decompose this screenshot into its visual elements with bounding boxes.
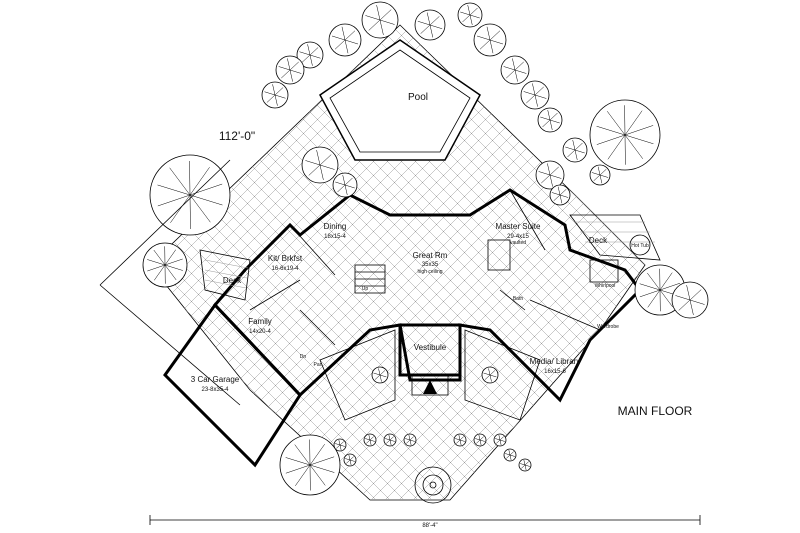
tree-icon [279,434,341,496]
tree-icon [549,184,571,206]
master-suite-note: vaulted [510,240,526,246]
down-stair-label: Dn [300,354,307,360]
master-suite-label: Master Suite [496,222,541,231]
house-walls [163,188,642,468]
deck-left [199,249,251,301]
tree-icon [142,242,188,288]
pantry-label: Pan [314,362,323,368]
tree-icon [361,1,399,39]
tree-icon [414,9,446,41]
family-label: Family [248,317,272,326]
media-library-label: Media/ Library [530,357,581,366]
tree-icon [343,453,357,467]
room-labels: 112'-0" 88'-4" MAIN FLOOR Dining 18x15-4… [191,129,693,529]
dining-label: Dining [324,222,347,231]
tree-icon [671,281,709,319]
plan-title: MAIN FLOOR [618,404,693,418]
pool-label: Pool [408,92,428,103]
deck-right [569,214,661,261]
bath-label: Bath [513,296,524,302]
tree-icon [296,41,324,69]
deck-right-label: Deck [589,236,608,245]
whirlpool-label: Whirlpool [595,283,616,289]
family-size: 14x20-4 [249,329,271,335]
tree-icon [500,55,530,85]
up-stair-label: Up [362,286,369,292]
tree-icon [149,154,231,236]
vestibule-label: Vestibule [414,343,447,352]
kitchen-size: 16-6x19-4 [271,266,299,272]
trees [142,1,709,496]
tree-icon [333,438,347,452]
tree-icon [589,99,661,171]
tree-icon [473,23,507,57]
great-room-label: Great Rm [413,251,448,260]
pool: Pool [319,39,481,161]
media-library-size: 16x15-6 [544,369,566,375]
tree-icon [328,23,362,57]
tree-icon [562,137,588,163]
fountain-icon [414,466,452,504]
dimension-lines [99,159,701,525]
entry-arrow-icon [423,380,437,394]
depth-dimension: 88'-4" [422,523,437,529]
hot-tub-icon [629,234,651,256]
tree-icon [518,458,532,472]
tree-icon [403,433,417,447]
hot-tub-label: Hot Tub [631,243,649,249]
tree-icon [503,448,517,462]
tree-icon [493,433,507,447]
great-room-size: 35x35 [422,262,439,268]
tree-icon [473,433,487,447]
planting-beds [319,329,541,421]
dining-size: 18x15-4 [324,234,346,240]
tree-icon [301,146,339,184]
tree-icon [261,81,289,109]
garage-size: 23-8x35-4 [201,387,229,393]
great-room-note: high ceiling [417,269,442,275]
tree-icon [332,172,358,198]
garage-label: 3 Car Garage [191,375,240,384]
tree-icon [275,55,305,85]
kitchen-label: Kit/ Brkfst [268,254,303,263]
tree-icon [371,366,389,384]
tree-icon [457,2,483,28]
tree-icon [481,366,499,384]
tree-icon [589,164,611,186]
deck-left-label: Deck [223,276,242,285]
tree-icon [453,433,467,447]
width-dimension: 112'-0" [219,129,255,143]
wardrobe-label: Wardrobe [597,324,619,330]
tree-icon [535,160,565,190]
tree-icon [520,80,550,110]
tree-icon [383,433,397,447]
tree-icon [537,107,563,133]
master-suite-size: 29-4x15 [507,234,529,240]
tree-icon [363,433,377,447]
